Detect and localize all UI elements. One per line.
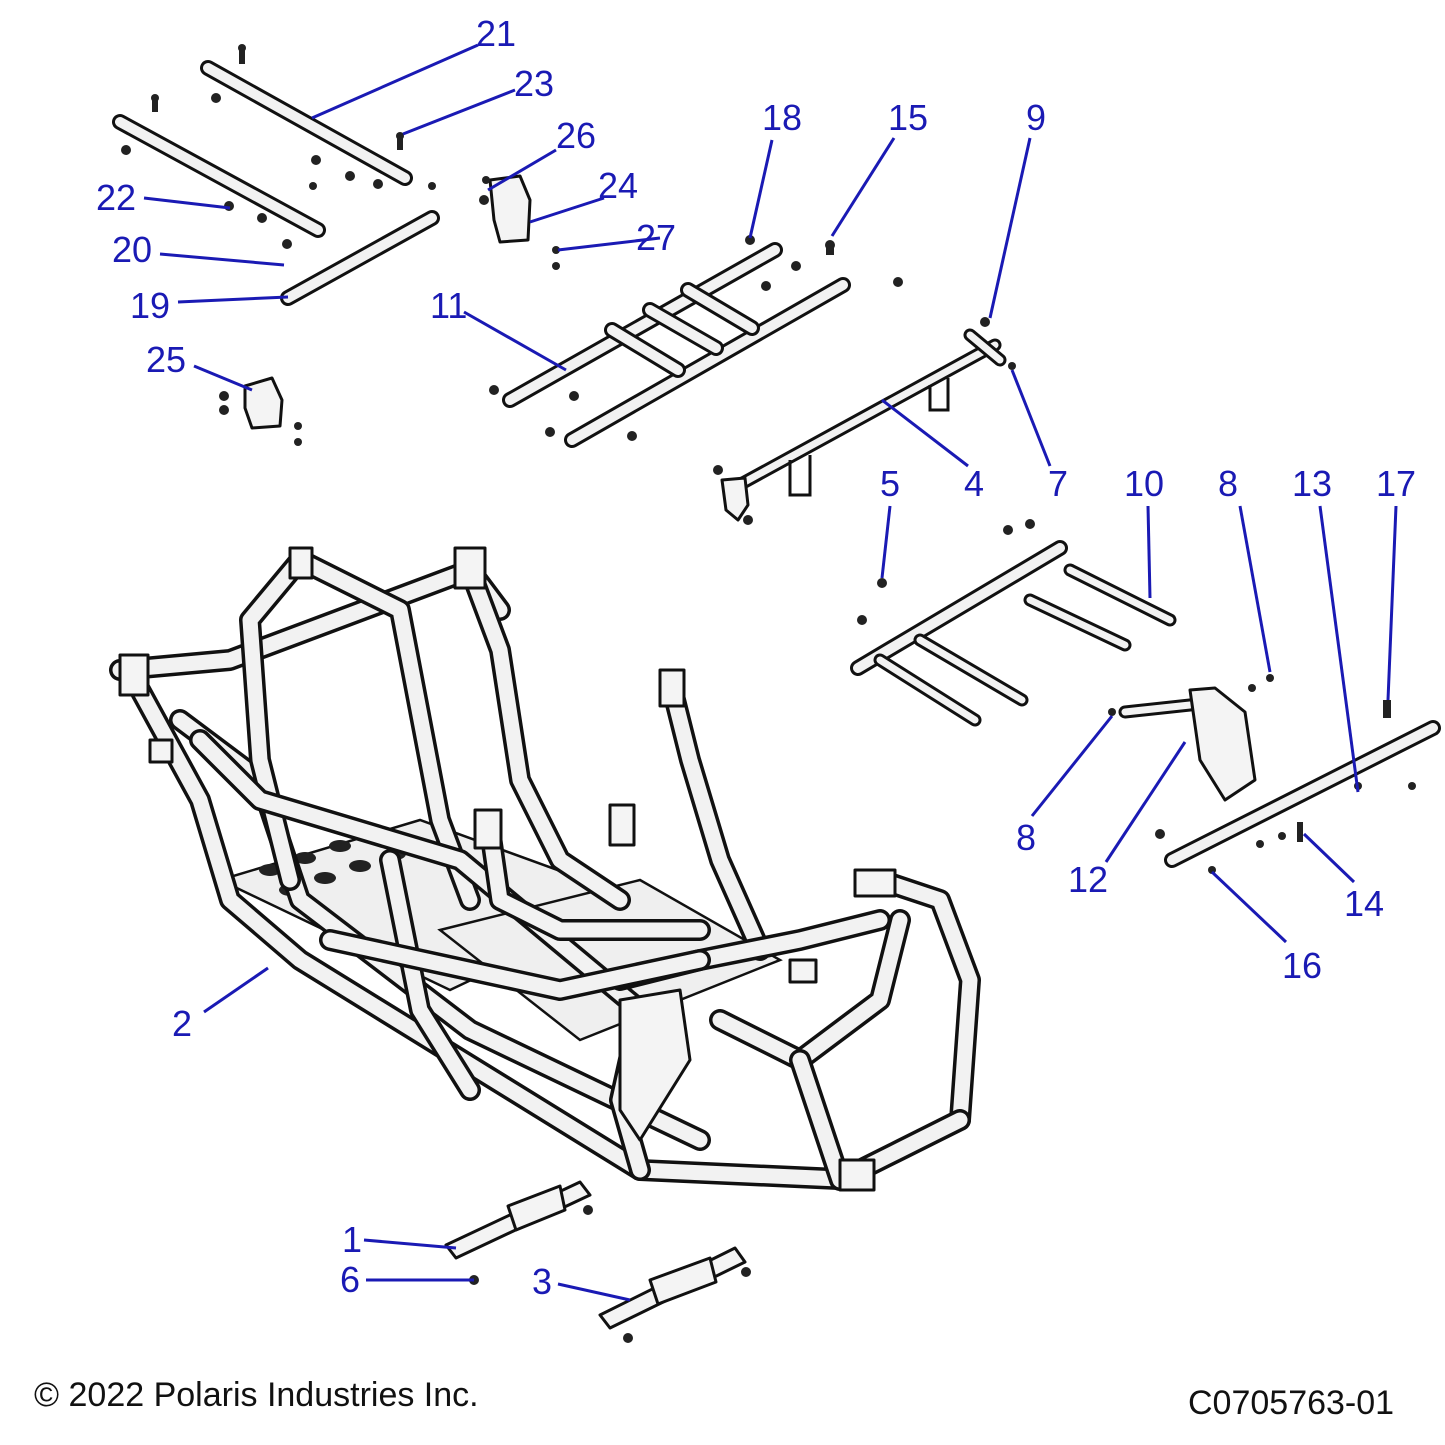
callout-labels: 21 23 26 24 27 22 20 19 25 11 18 15 9 4 … bbox=[96, 13, 1416, 1302]
rail-13 bbox=[1155, 700, 1441, 874]
leader-13 bbox=[1318, 505, 1360, 793]
frame-bracket bbox=[838, 1158, 876, 1192]
leader-16 bbox=[1210, 870, 1288, 944]
drawing-number: C0705763-01 bbox=[1188, 1384, 1395, 1422]
leader-1 bbox=[363, 1238, 457, 1250]
frame-bracket bbox=[853, 868, 897, 898]
ladder-frame-11 bbox=[489, 235, 903, 448]
callout-11: 11 bbox=[430, 285, 467, 326]
frame-bracket bbox=[288, 546, 314, 580]
frame-bracket bbox=[658, 668, 686, 708]
callout-25: 25 bbox=[146, 339, 186, 380]
leader-22 bbox=[143, 196, 231, 210]
leader-18 bbox=[748, 139, 774, 239]
callout-26: 26 bbox=[556, 115, 596, 156]
callout-2: 2 bbox=[172, 1003, 192, 1044]
skid-plate-3 bbox=[598, 1246, 751, 1343]
main-frame-assembly bbox=[109, 546, 981, 1192]
leader-2 bbox=[203, 966, 269, 1014]
callout-8-upper: 8 bbox=[1218, 463, 1238, 504]
leader-20 bbox=[159, 252, 285, 267]
callout-21: 21 bbox=[476, 13, 516, 54]
bracket-24 bbox=[479, 174, 560, 270]
copyright-notice: © 2022 Polaris Industries Inc. bbox=[34, 1376, 479, 1414]
callout-22: 22 bbox=[96, 177, 136, 218]
frame-bracket bbox=[118, 653, 150, 697]
frame-bracket bbox=[453, 546, 487, 590]
callout-27: 27 bbox=[636, 217, 676, 258]
bracket-25 bbox=[219, 376, 302, 446]
callout-24: 24 bbox=[598, 165, 638, 206]
leader-21 bbox=[311, 43, 479, 120]
callout-1: 1 bbox=[342, 1219, 362, 1260]
seat-bracket-12 bbox=[1108, 674, 1274, 802]
callout-5: 5 bbox=[880, 463, 900, 504]
callout-3: 3 bbox=[532, 1261, 552, 1302]
leader-11 bbox=[463, 310, 567, 372]
callout-20: 20 bbox=[112, 229, 152, 270]
fasteners-upper-left bbox=[121, 44, 436, 249]
callout-4: 4 bbox=[964, 463, 984, 504]
leader-12 bbox=[1104, 741, 1187, 863]
frame-bracket bbox=[473, 808, 503, 850]
frame-gusset bbox=[618, 988, 692, 1142]
callout-16: 16 bbox=[1282, 945, 1322, 986]
leader-8b bbox=[1030, 715, 1114, 817]
frame-bracket bbox=[148, 738, 174, 764]
rail-19 bbox=[280, 210, 440, 306]
callout-17: 17 bbox=[1376, 463, 1416, 504]
leader-14 bbox=[1302, 832, 1356, 884]
leader-9 bbox=[988, 137, 1032, 319]
leader-lines bbox=[143, 43, 1398, 1302]
upper-rail-21 bbox=[200, 60, 413, 186]
callout-19: 19 bbox=[130, 285, 170, 326]
frame-bracket bbox=[608, 803, 636, 847]
leader-27 bbox=[557, 236, 661, 252]
seat-frame-10 bbox=[850, 519, 1177, 727]
upper-rail-left bbox=[112, 114, 326, 238]
callout-12: 12 bbox=[1068, 859, 1108, 900]
leader-15 bbox=[830, 137, 896, 237]
cross-bar-4 bbox=[713, 317, 1016, 525]
callout-13: 13 bbox=[1292, 463, 1332, 504]
leader-26 bbox=[487, 148, 557, 192]
callout-10: 10 bbox=[1124, 463, 1164, 504]
leader-7 bbox=[1010, 369, 1052, 467]
callout-23: 23 bbox=[514, 63, 554, 104]
callout-15: 15 bbox=[888, 97, 928, 138]
leader-19 bbox=[177, 295, 289, 304]
frame-bracket bbox=[788, 958, 818, 984]
leader-24 bbox=[529, 196, 605, 224]
callout-9: 9 bbox=[1026, 97, 1046, 138]
callout-8-lower: 8 bbox=[1016, 817, 1036, 858]
leader-4 bbox=[881, 398, 969, 468]
callout-18: 18 bbox=[762, 97, 802, 138]
callout-7: 7 bbox=[1048, 463, 1068, 504]
leader-25 bbox=[193, 364, 253, 392]
leader-3 bbox=[557, 1282, 631, 1302]
leader-23 bbox=[402, 88, 516, 136]
callout-6: 6 bbox=[340, 1259, 360, 1300]
leader-8a bbox=[1238, 505, 1272, 673]
leader-17 bbox=[1386, 505, 1398, 701]
skid-plate-1 bbox=[444, 1180, 593, 1285]
callout-14: 14 bbox=[1344, 883, 1384, 924]
leader-5 bbox=[880, 505, 892, 579]
leader-10 bbox=[1146, 505, 1152, 599]
